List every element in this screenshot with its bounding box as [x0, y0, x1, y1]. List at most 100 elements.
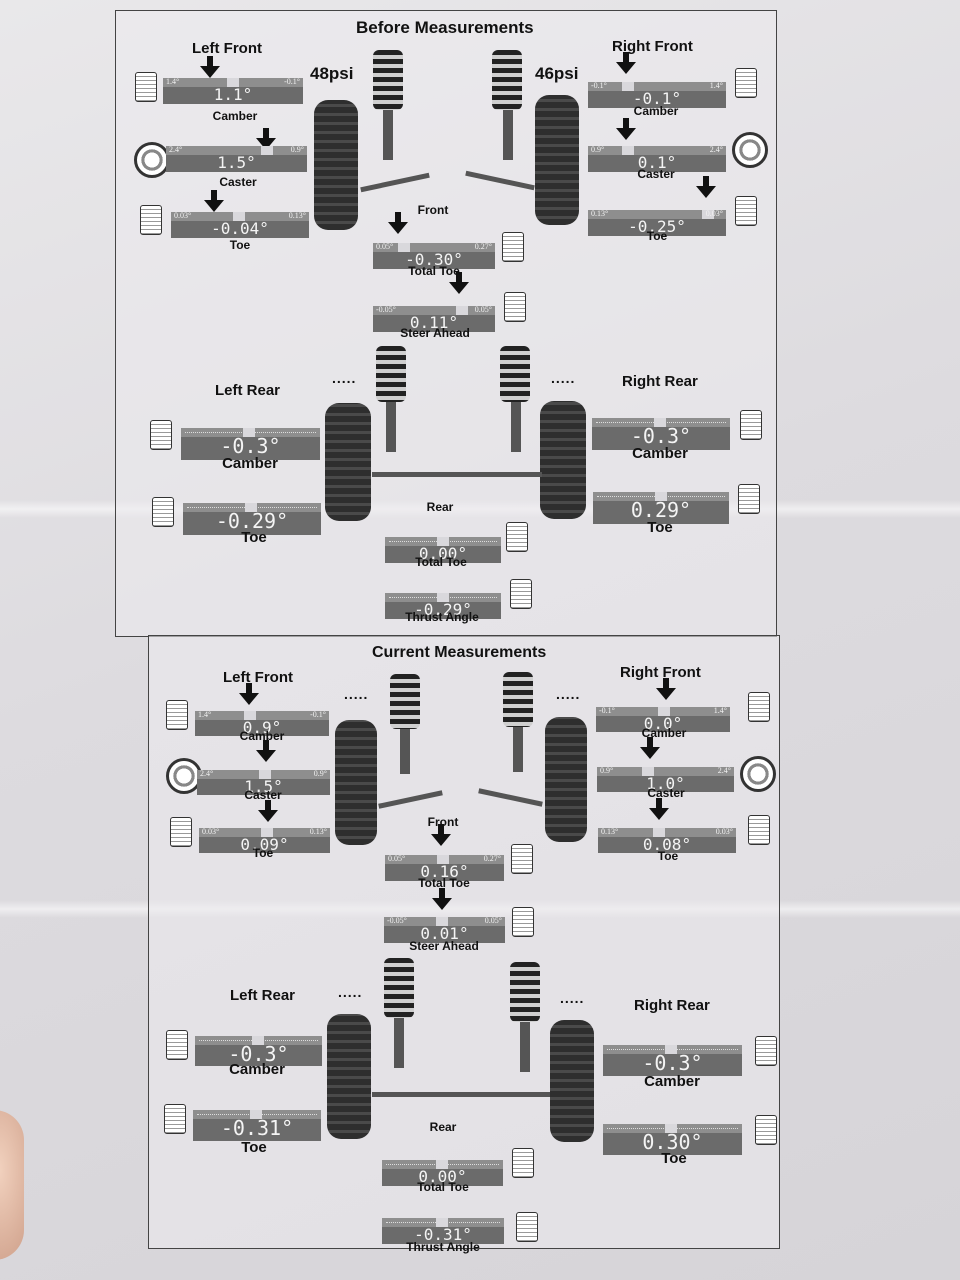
caster-icon	[732, 132, 768, 168]
before-total-toe-value: -0.30°	[405, 250, 463, 269]
current-total-toe-pointer	[431, 824, 451, 846]
current-rf-toe-gauge: 0.13°0.03° 0.08°	[598, 827, 736, 854]
before-rear-left-spring	[376, 346, 406, 402]
before-title: Before Measurements	[356, 18, 534, 37]
toe-icon	[738, 484, 760, 514]
before-front-right-strut	[503, 110, 513, 160]
current-rf-caster-caption: Caster	[647, 786, 685, 800]
current-lr-camber-caption: Camber	[229, 1061, 285, 1078]
before-thrust-angle-gauge: -0.29°	[385, 593, 501, 619]
before-rear-left-wheel	[325, 403, 371, 521]
current-rf-toe-caption: Toe	[657, 849, 679, 863]
current-rear-arm	[372, 1092, 550, 1097]
total-toe-icon	[511, 844, 533, 874]
camber-icon	[166, 1030, 188, 1060]
before-rr-camber-value: -0.3°	[630, 424, 692, 448]
before-right-front-label: Right Front	[612, 38, 693, 55]
current-rear-total-toe-caption: Total Toe	[417, 1180, 469, 1194]
current-lr-toe-value: -0.31°	[220, 1116, 294, 1140]
before-right-rear-label: Right Rear	[622, 373, 698, 390]
current-rear-right-strut	[520, 1022, 530, 1072]
before-thrust-angle-caption: Thrust Angle	[405, 610, 479, 624]
before-lf-camber-value: 1.1°	[213, 85, 253, 104]
current-rear-left-dots: .....	[338, 984, 363, 1000]
current-front-left-strut	[400, 729, 410, 774]
current-steer-ahead-value: 0.01°	[420, 924, 469, 943]
current-lf-camber-gauge: 1.4°-0.1° 0.9°	[195, 710, 329, 737]
current-rr-toe-value: 0.30°	[642, 1130, 703, 1154]
current-rf-caster-pointer	[640, 737, 660, 759]
current-rear-left-spring	[384, 958, 414, 1018]
before-rr-toe-caption: Toe	[647, 519, 673, 536]
before-rear-label: Rear	[426, 500, 454, 514]
toe-icon	[152, 497, 174, 527]
before-rf-caster-gauge: 0.9°2.4° 0.1°	[588, 145, 726, 172]
before-lr-toe-value: -0.29°	[215, 509, 289, 533]
camber-icon	[166, 700, 188, 730]
before-lr-toe-gauge: -0.29°	[183, 503, 321, 535]
current-rf-toe-pointer	[649, 798, 669, 820]
before-rear-right-dots: .....	[551, 370, 576, 386]
current-rf-camber-gauge: -0.1°1.4° 0.0°	[596, 706, 730, 733]
before-rf-caster-pointer	[616, 118, 636, 140]
current-steer-ahead-caption: Steer Ahead	[409, 939, 479, 953]
current-total-toe-value: 0.16°	[420, 862, 469, 881]
before-rf-toe-value: -0.25°	[628, 217, 686, 236]
thumb	[0, 1110, 24, 1260]
before-lf-caster-gauge: 2.4°0.9° 1.5°	[166, 145, 307, 172]
current-left-front-label: Left Front	[223, 669, 293, 686]
before-steer-ahead-gauge: -0.05°0.05° 0.11°	[373, 305, 495, 332]
current-rr-toe-gauge: 0.30°	[603, 1124, 742, 1155]
current-lr-camber-value: -0.3°	[228, 1042, 289, 1066]
total-toe-icon	[512, 1148, 534, 1178]
camber-icon	[735, 68, 757, 98]
before-rf-caster-caption: Caster	[637, 167, 675, 181]
before-rear-left-strut	[386, 402, 396, 452]
current-title: Current Measurements	[372, 644, 547, 661]
before-front-left-wheel	[314, 100, 358, 230]
before-total-toe-pointer	[388, 212, 408, 234]
current-lr-camber-gauge: -0.3°	[195, 1036, 322, 1066]
before-lr-camber-caption: Camber	[222, 455, 278, 472]
before-rear-total-toe-gauge: 0.00°	[385, 537, 501, 563]
camber-icon	[150, 420, 172, 450]
before-steer-ahead-caption: Steer Ahead	[400, 326, 470, 340]
current-lf-toe-value: 0.09°	[240, 835, 289, 854]
before-lf-camber-gauge: 1.4°-0.1° 1.1°	[163, 77, 303, 104]
current-rear-right-dots: .....	[560, 990, 585, 1006]
current-lr-toe-caption: Toe	[241, 1139, 267, 1156]
current-right-front-label: Right Front	[620, 664, 701, 681]
before-rear-right-strut	[511, 402, 521, 452]
current-rf-camber-caption: Camber	[641, 726, 687, 740]
current-front-right-strut	[513, 727, 523, 772]
before-rf-toe-pointer	[696, 176, 716, 198]
before-left-psi: 48psi	[310, 64, 354, 83]
current-rr-camber-caption: Camber	[644, 1073, 700, 1090]
current-rr-toe-caption: Toe	[661, 1150, 687, 1167]
before-front-right-spring	[492, 50, 522, 110]
current-thrust-angle-caption: Thrust Angle	[406, 1240, 480, 1254]
before-rr-camber-gauge: -0.3°	[592, 418, 730, 450]
current-rear-right-spring	[510, 962, 540, 1022]
before-rear-left-dots: .....	[332, 370, 357, 386]
before-lf-caster-value: 1.5°	[217, 153, 256, 172]
current-lf-caster-pointer	[256, 740, 276, 762]
current-rr-camber-gauge: -0.3°	[603, 1045, 742, 1076]
before-left-front-label: Left Front	[192, 40, 262, 57]
before-rear-right-spring	[500, 346, 530, 402]
current-total-toe-gauge: 0.05°0.27° 0.16°	[385, 854, 504, 881]
before-right-psi: 46psi	[535, 64, 579, 83]
current-thrust-angle-value: -0.31°	[414, 1225, 472, 1244]
before-lr-toe-caption: Toe	[241, 529, 267, 546]
before-front-label: Front	[417, 203, 449, 217]
current-rear-total-toe-gauge: 0.00°	[382, 1160, 503, 1186]
current-rr-camber-value: -0.3°	[642, 1051, 703, 1075]
current-rear-left-wheel	[327, 1014, 371, 1139]
before-front-left-strut	[383, 110, 393, 160]
camber-icon	[135, 72, 157, 102]
current-total-toe-caption: Total Toe	[418, 876, 470, 890]
toe-icon	[164, 1104, 186, 1134]
current-lf-toe-pointer	[258, 800, 278, 822]
camber-icon	[755, 1036, 777, 1066]
current-lf-camber-caption: Camber	[239, 729, 285, 743]
